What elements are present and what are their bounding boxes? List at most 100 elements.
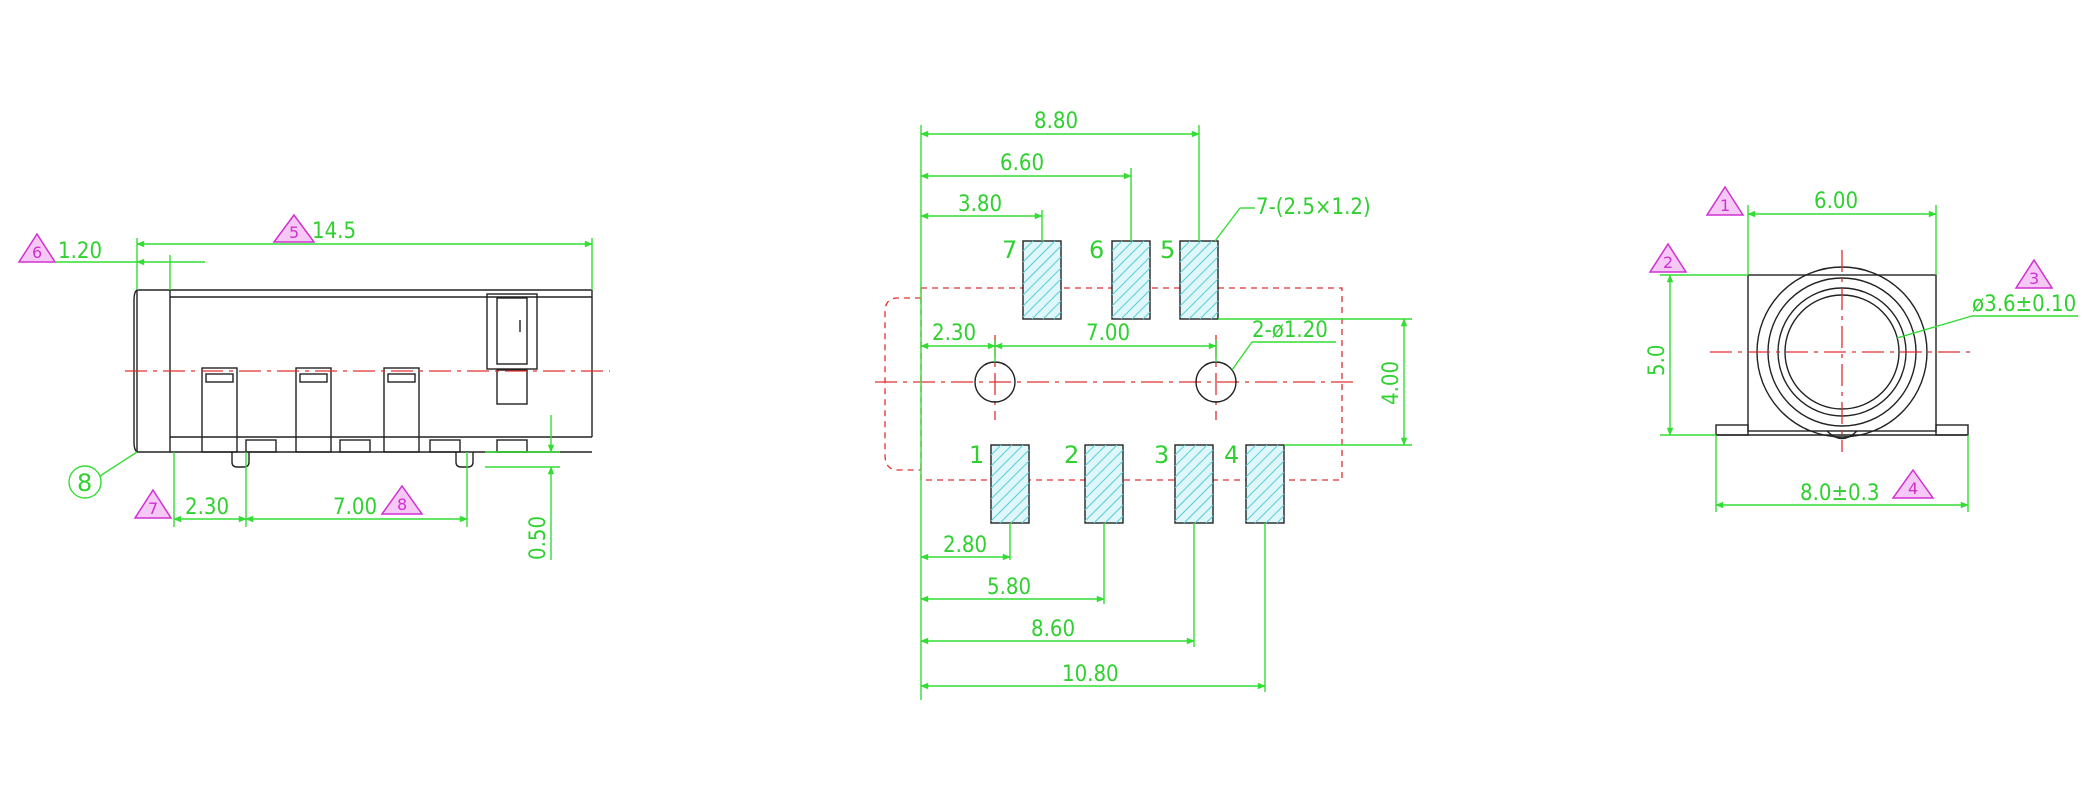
pad-hatch-line	[990, 449, 1030, 489]
pad-hatch-line	[1084, 460, 1124, 500]
pad-hatch-line	[1042, 300, 1062, 320]
marker-3-triangle: 3	[2014, 258, 2054, 289]
pad-hatch-line	[1245, 449, 1285, 489]
pad-hatch-line	[1179, 240, 1191, 252]
width-label: 6.00	[1814, 189, 1858, 214]
front-lip-label: 1.20	[58, 239, 102, 264]
overall-width-label: 8.0±0.3	[1800, 481, 1880, 506]
side-view-body	[133, 289, 593, 468]
standoff-label: 0.50	[526, 516, 551, 560]
pad-hatch-line	[1183, 493, 1214, 524]
pad-hatch-line	[1179, 256, 1219, 296]
pad-hatch-line	[1174, 444, 1197, 467]
first-pitch-label: 2.30	[185, 495, 229, 520]
dim-8-80-label: 8.80	[1034, 109, 1078, 134]
pin-label-4: 4	[1224, 441, 1239, 469]
pad-hatch-line	[1010, 504, 1030, 524]
pad-hatch-line	[1245, 471, 1285, 511]
pitch-label: 7.00	[333, 495, 377, 520]
pad-hatch-line	[1022, 240, 1034, 252]
dim-2-80-label: 2.80	[943, 533, 987, 558]
front-view: 6.00 5.0 ø3.6±0.10 8.0±0.3 1 2 3 4	[1645, 185, 2078, 512]
side-view: 14.5 1.20 2.30 7.00 0.50 8 5 6	[17, 213, 610, 560]
pin-label-3: 3	[1154, 441, 1169, 469]
pad-hatch-line	[990, 471, 1030, 511]
pad-hatch-line	[1111, 240, 1134, 263]
svg-text:3: 3	[2029, 269, 2039, 288]
pad-hatch-line	[1120, 289, 1151, 320]
pin-label-5: 5	[1160, 236, 1175, 264]
pad-hatch-line	[990, 482, 1030, 522]
pad-hatch-line	[990, 444, 1002, 456]
dim-8-60-label: 8.60	[1031, 617, 1075, 642]
pad-hatch-line	[1115, 515, 1124, 524]
pad-note-label: 7-(2.5×1.2)	[1256, 195, 1371, 220]
pad-hatch-line	[1093, 493, 1124, 524]
pad-hatch-line	[1022, 256, 1062, 296]
marker-1-triangle: 1	[1705, 185, 1745, 216]
pad-hatch-line	[990, 444, 1013, 467]
pad-hatch-line	[1245, 444, 1257, 456]
dim-2-30-label: 2.30	[932, 321, 976, 346]
svg-text:6: 6	[32, 243, 42, 262]
hole-note-label: 2-ø1.20	[1252, 318, 1328, 343]
pad-hatch-line	[1174, 482, 1214, 522]
pad-hatch-line	[1022, 240, 1056, 274]
pad-hatch-line	[1084, 482, 1124, 522]
pad-hatch-line	[1276, 515, 1285, 524]
marker-5-triangle: 5	[272, 213, 316, 243]
pad-hatch-line	[1210, 311, 1219, 320]
pad-hatch-line	[1084, 471, 1124, 511]
pad-hatch-line	[1245, 444, 1279, 478]
svg-text:8: 8	[397, 495, 407, 514]
svg-text:4: 4	[1908, 479, 1918, 498]
pad-hatch-line	[1111, 240, 1123, 252]
callout-circle-label: 8	[77, 469, 92, 497]
pad-hatch-line	[1084, 444, 1107, 467]
svg-text:7: 7	[148, 499, 158, 518]
pad-hatch-line	[1245, 444, 1268, 467]
pad-hatch-line	[1174, 444, 1208, 478]
pad-hatch-line	[1084, 449, 1124, 489]
pad-hatch-line	[1104, 504, 1124, 524]
marker-2-triangle: 2	[1648, 242, 1688, 273]
pad-hatch-line	[1174, 471, 1214, 511]
svg-text:5: 5	[289, 223, 299, 242]
marker-8-triangle: 8	[380, 484, 424, 515]
callout-circle	[68, 465, 102, 499]
overall-length-label: 14.5	[312, 219, 356, 244]
pin-label-6: 6	[1089, 236, 1104, 264]
pad-hatch-line	[1245, 482, 1285, 522]
pad-hatch-line	[1194, 504, 1214, 524]
pad-hatch-line	[1022, 245, 1062, 285]
pad-hatch-line	[1174, 449, 1214, 489]
pad-hatch-line	[1179, 240, 1213, 274]
pad-hatch-line	[1188, 289, 1219, 320]
pad-hatch-line	[1022, 267, 1062, 307]
pad-hatch-line	[1205, 515, 1214, 524]
pin-label-1: 1	[969, 441, 984, 469]
dim-5-80-label: 5.80	[987, 575, 1031, 600]
pad-hatch-line	[1021, 515, 1030, 524]
pad-hatch-line	[1111, 267, 1151, 307]
svg-text:1: 1	[1720, 196, 1730, 215]
pad-hatch-line	[1053, 311, 1062, 320]
marker-4-triangle: 4	[1891, 468, 1935, 499]
pad-hatch-line	[1084, 444, 1118, 478]
pad-hatch-line	[1131, 300, 1151, 320]
pad-hatch-line	[1111, 245, 1151, 285]
pad-hatch-line	[1111, 240, 1145, 274]
pad-hatch-line	[1084, 444, 1096, 456]
pad-2	[1084, 444, 1124, 524]
dim-3-80-label: 3.80	[958, 192, 1002, 217]
svg-text:2: 2	[1663, 253, 1673, 272]
pad-hatch-line	[1199, 300, 1219, 320]
pad-hatch-line	[1022, 278, 1062, 318]
height-label: 5.0	[1645, 345, 1670, 376]
pad-hatch-line	[990, 444, 1024, 478]
pad-hatch-line	[1179, 267, 1219, 307]
pad-hatch-line	[1022, 240, 1045, 263]
footprint-view: 7 6 5 1 2 3 4 8.80 6.60 3.80 7-(2.5×1.2)…	[875, 109, 1412, 700]
pad-hatch-line	[999, 493, 1030, 524]
